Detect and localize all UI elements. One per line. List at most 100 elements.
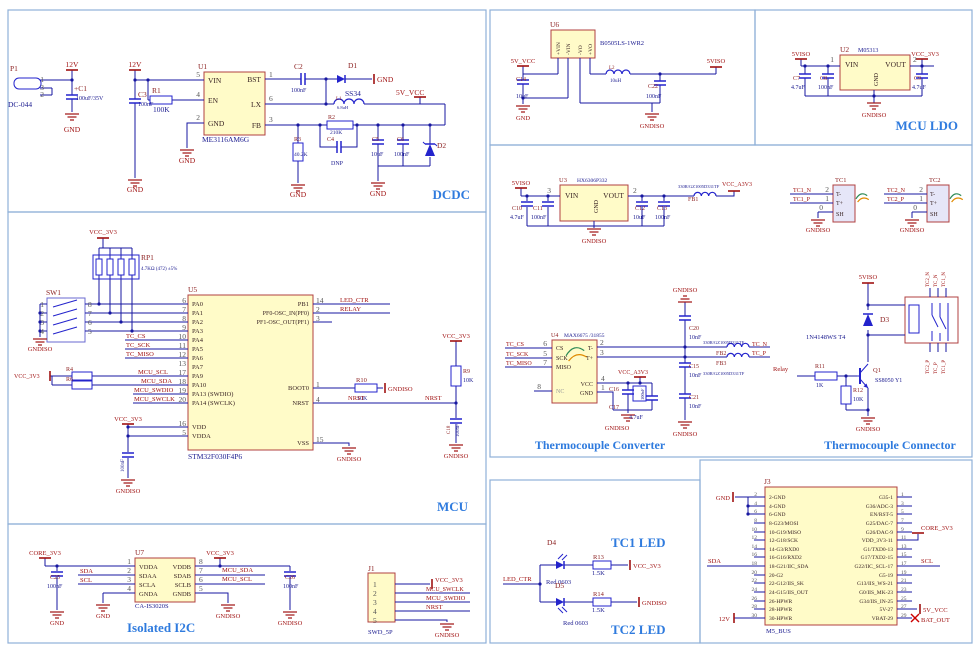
net-label: 5VISO xyxy=(707,58,726,65)
pin-name: G35-1 xyxy=(879,495,893,501)
net-label: TC_N xyxy=(934,274,939,287)
reference-designator: C17 xyxy=(609,405,619,411)
net-label: TC_P xyxy=(752,351,767,357)
pin-number: 4 xyxy=(196,90,200,99)
reference-designator: FB1 xyxy=(688,197,698,203)
pin-number: 1 xyxy=(901,492,904,498)
ic-u1-me3116 xyxy=(203,71,266,136)
value-label: SS8050 Y1 xyxy=(875,378,902,384)
junction-dot xyxy=(683,345,687,349)
net-label: GNDISO xyxy=(856,426,881,433)
value-label: 10nF xyxy=(689,373,702,379)
reference-designator: C3 xyxy=(138,90,147,99)
pin-number: 6 xyxy=(182,296,186,305)
value-label: 100nF xyxy=(138,102,154,108)
junction-dot xyxy=(126,434,130,438)
diode-d2 xyxy=(425,144,435,156)
pin-name: FB xyxy=(252,121,261,130)
net-label: TC_CS xyxy=(126,333,146,340)
pin-number: 16 xyxy=(752,552,758,558)
reference-designator: R3 xyxy=(294,137,301,143)
thermocouple-icon xyxy=(857,197,870,203)
value-label: M05313 xyxy=(858,48,878,54)
led-ray xyxy=(557,607,564,614)
net-label: MCU_SDA xyxy=(222,567,253,574)
pin-number: 20 xyxy=(752,570,758,576)
net-label: 12V xyxy=(719,616,731,623)
value-label: 100nF xyxy=(640,388,645,400)
junction-dot xyxy=(525,194,529,198)
pin-name: PA2 xyxy=(192,319,203,326)
net-label: GNDISO xyxy=(278,620,303,627)
resistor-r1 xyxy=(149,95,173,105)
pin-number: 2 xyxy=(373,589,377,598)
net-label: GNDISO xyxy=(582,238,607,245)
pin-name: GNDA xyxy=(139,591,158,598)
resistor-r2 xyxy=(326,120,354,130)
pin-name: G1/TXD0-13 xyxy=(863,547,893,553)
wire xyxy=(319,125,337,148)
reference-designator: C2 xyxy=(294,62,303,71)
net-label: VCC_3V3 xyxy=(206,550,234,557)
pin-name: SCLB xyxy=(175,582,192,589)
value-label: 10uF xyxy=(633,215,646,221)
net-label: VCC_A3V3 xyxy=(722,182,752,188)
net-label: 12V xyxy=(66,60,80,69)
pin-name: GND xyxy=(580,391,594,397)
section-border xyxy=(7,523,487,644)
pin-number: 9 xyxy=(182,323,186,332)
resistor-r14 xyxy=(592,597,612,607)
pin-number: 6 xyxy=(269,94,273,103)
reference-designator: C10 xyxy=(512,206,522,212)
reference-designator: R9 xyxy=(463,369,470,375)
pin-name: T+ xyxy=(586,356,594,362)
pin-number: 14 xyxy=(752,544,758,550)
pin-number: 1 xyxy=(919,194,923,203)
pin-name: LX xyxy=(251,100,262,109)
ic-u5-stm32 xyxy=(187,294,314,451)
junction-dot xyxy=(920,64,924,68)
net-label: NRST xyxy=(426,604,443,611)
value-label: 100nF xyxy=(291,88,307,94)
pin-name: 26-HPWR xyxy=(769,599,793,605)
junction-dot xyxy=(55,564,59,568)
resistor-network-rp1 xyxy=(92,254,140,280)
value-label: 6.8uH xyxy=(337,105,349,110)
switch-sw1 xyxy=(46,297,86,343)
pin-name: CS xyxy=(556,346,563,352)
pin-name: PA9 xyxy=(192,373,203,380)
junction-dot xyxy=(826,64,830,68)
junction-dot xyxy=(866,303,870,307)
value-label: DC-044 xyxy=(8,100,32,109)
net-label: 12V xyxy=(129,60,143,69)
pin-number: 4 xyxy=(127,584,131,593)
net-label: MCU_SCL xyxy=(222,576,252,583)
pin-name: T- xyxy=(836,192,841,198)
section-border xyxy=(489,144,973,458)
net-label: GND xyxy=(516,115,530,122)
wire xyxy=(716,191,735,197)
value-label: MAX6675 /31855 xyxy=(564,333,605,339)
switch-pole xyxy=(52,299,78,308)
net-label: RELAY xyxy=(340,306,361,313)
net-label: GNDISO xyxy=(862,112,887,119)
net-label: TC2_N xyxy=(926,272,931,287)
value-label: 10nF xyxy=(689,404,702,410)
reference-designator: C15 xyxy=(689,364,699,370)
value-label: 10nF xyxy=(689,335,702,341)
ic-u6-b0505 xyxy=(550,29,596,59)
value-label: ME3116AM6G xyxy=(202,135,250,144)
pin-name: 4-GND xyxy=(769,504,786,510)
pin-name: T- xyxy=(930,192,935,198)
reference-designator: U7 xyxy=(135,548,144,557)
value-label: 4.7KΩ (472) ±5% xyxy=(141,267,177,272)
pin-number: 7 xyxy=(182,305,186,314)
pin-name: 24-G15/IIS_OUT xyxy=(769,590,809,596)
value-label: 100nF xyxy=(47,584,63,590)
net-label: SDA xyxy=(708,558,721,565)
reference-designator: J3 xyxy=(764,477,771,486)
pin-number: 4 xyxy=(754,501,757,507)
value-label: HX6306P332 xyxy=(577,178,608,184)
net-label: VCC_3V3 xyxy=(911,51,939,58)
